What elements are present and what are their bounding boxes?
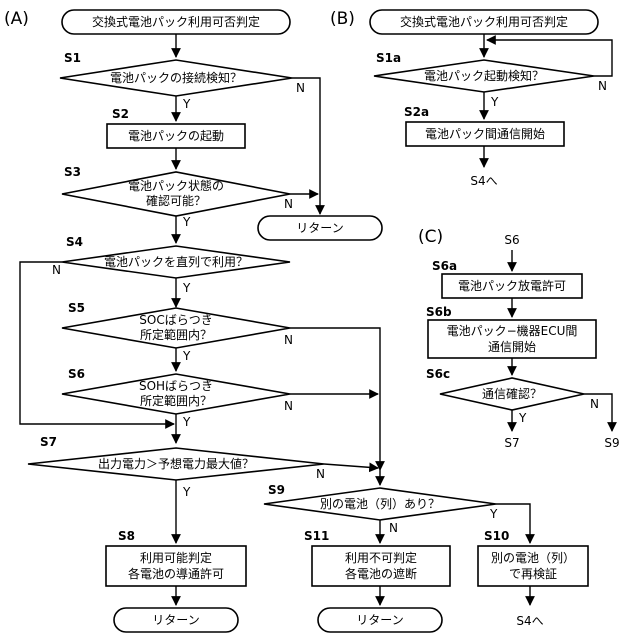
decision-s3-label-1: 電池パック状態の [128,178,224,193]
step-s2: S2 [112,107,129,121]
process-s8-label-2: 各電池の導通許可 [128,566,224,581]
process-s11-label-2: 各電池の遮断 [345,566,417,581]
step-s2a: S2a [404,105,429,119]
section-a-label: (A) [4,9,29,29]
process-s6b-label-1: 電池パック−機器ECU間 [447,323,578,338]
step-s6a: S6a [432,259,457,273]
s1-yes: Y [182,97,191,111]
process-s6b-label-2: 通信開始 [488,340,536,354]
step-s5: S5 [68,301,85,315]
decision-s7-label: 出力電力＞予想電力最大値？ [98,456,254,471]
s10-goto-s4: S4へ [516,614,543,628]
s6-no: N [284,399,293,413]
s1-no: N [296,81,305,95]
decision-s4-label: 電池パックを直列で利用？ [104,255,248,269]
return-terminal-1-label: リターン [296,221,343,235]
s9-no: N [389,521,398,535]
s5-yes: Y [182,349,191,363]
step-s11: S11 [304,529,329,543]
step-s7: S7 [40,435,57,449]
return-terminal-3-label: リターン [356,613,403,627]
s5-no: N [284,333,293,347]
step-s10: S10 [484,529,509,543]
step-s6c: S6c [426,367,450,381]
s1a-yes: Y [490,95,499,109]
process-s2a-label: 電池パック間通信開始 [425,127,545,141]
s6c-no: N [590,397,599,411]
s2a-goto-s4: S4へ [470,174,497,188]
process-s10-label-1: 別の電池（列） [491,551,575,565]
step-s8: S8 [118,529,135,543]
s6c-goto-s7: S7 [504,436,519,450]
decision-s3-label-2: 確認可能？ [146,193,206,208]
section-c-label: (C) [418,227,443,247]
s7-no: N [316,467,325,481]
process-s8-label-1: 利用可能判定 [140,550,212,565]
step-s9: S9 [268,483,285,497]
return-terminal-2-label: リターン [152,613,199,627]
arrow-s7-no [324,464,378,468]
step-s3: S3 [64,165,81,179]
s1a-no: N [598,79,607,93]
s3-no: N [284,197,293,211]
s4-yes: Y [182,281,191,295]
process-s2-label: 電池パックの起動 [128,129,224,143]
s7-yes: Y [182,485,191,499]
s3-yes: Y [182,215,191,229]
process-s11-label-1: 利用不可判定 [345,550,417,565]
s6c-yes: Y [518,411,527,425]
s4-no: N [52,263,61,277]
s6-yes: Y [182,415,191,429]
decision-s5-label-2: 所定範囲内？ [140,327,212,342]
process-s6a-label: 電池パック放電許可 [458,278,566,293]
decision-s6-label-2: 所定範囲内？ [140,393,212,408]
s9-yes: Y [489,507,498,521]
step-s1a: S1a [376,51,401,65]
c-entry-s6: S6 [504,233,519,247]
decision-s1-label: 電池パックの接続検知？ [110,70,242,85]
step-s6: S6 [68,367,85,381]
start-terminal-b-label: 交換式電池パック利用可否判定 [400,14,568,29]
process-s10-label-2: で再検証 [509,567,557,581]
decision-s6-label-1: SOHばらつき [139,379,213,393]
arrow-s5-no [290,328,380,470]
section-b-label: (B) [330,9,355,29]
start-terminal-a-label: 交換式電池パック利用可否判定 [92,14,260,29]
step-s6b: S6b [426,305,452,319]
decision-s6c-label: 通信確認？ [482,386,542,401]
s6c-goto-s9: S9 [604,436,619,450]
step-s4: S4 [66,235,83,249]
step-s1: S1 [64,51,81,65]
decision-s9-label: 別の電池（列）あり？ [320,497,440,511]
decision-s1a-label: 電池パック起動検知？ [424,69,544,83]
decision-s5-label-1: SOCばらつき [139,313,212,327]
